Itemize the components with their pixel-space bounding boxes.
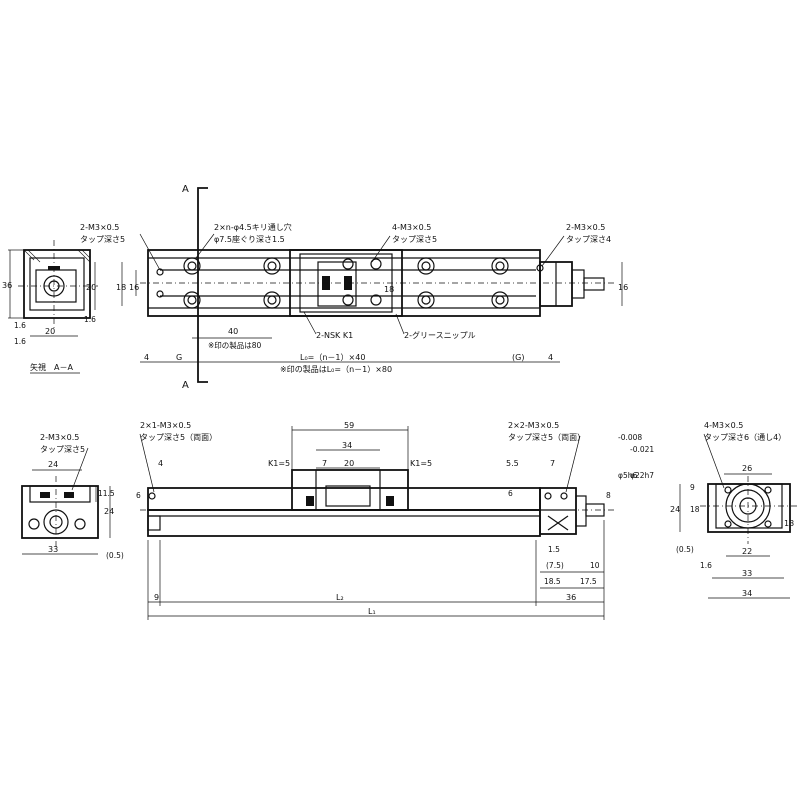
dim-av-16: 1.6 (14, 321, 26, 330)
dim-tv-4r: 4 (548, 353, 553, 362)
dim-fv-36: 36 (566, 593, 576, 602)
dim-fv-k1r: K1=5 (410, 459, 432, 468)
section-view-a-a: 36 20 1.6 1.6 1.6 20 矢視 A－A (2, 240, 98, 374)
dim-tv-gr: (G) (512, 353, 524, 362)
section-mark-a-bottom: A (182, 380, 189, 391)
callout-front-right-1: 2×2-M3×0.5 (508, 421, 559, 430)
dim-re-24: 24 (670, 505, 680, 514)
callout-top-right-1: 2-M3×0.5 (566, 223, 605, 232)
callout-front-right-2: タップ深さ5（両面） (508, 433, 585, 442)
dim-fv-75: (7.5) (546, 561, 564, 570)
dim-tv-16r: 16 (618, 283, 628, 292)
dim-tv-40: 40 (228, 327, 238, 336)
dim-fv-l2: L₂ (336, 593, 344, 602)
dim-fv-175: 17.5 (580, 577, 597, 586)
shaft-fit-1-tol: -0.008 (618, 433, 642, 442)
shaft-fit-2-tol: -0.021 (630, 445, 654, 454)
callout-top-mid-1: 4-M3×0.5 (392, 223, 431, 232)
dim-re-13: 13 (784, 519, 794, 528)
dim-fv-59: 59 (344, 421, 354, 430)
dim-re-34: 34 (742, 589, 752, 598)
callout-nsk-k1: 2-NSK K1 (316, 331, 353, 340)
dim-re-26: 26 (742, 464, 752, 473)
dim-re-22: 22 (742, 547, 752, 556)
shaft-fit-1: φ5h6 (618, 471, 637, 480)
front-view: 59 34 K1=5 K1=5 7 20 4 6 5.5 7 6 8 2×1-M… (136, 421, 654, 620)
dim-tv-18: 18 (116, 283, 126, 292)
dim-fv-4: 4 (158, 459, 163, 468)
dim-av-16b: 1.6 (14, 337, 26, 346)
dim-re-05: (0.5) (676, 545, 694, 554)
dim-fv-l1: L₁ (368, 607, 376, 616)
dim-tv-4l: 4 (144, 353, 149, 362)
dim-fv-34: 34 (342, 441, 352, 450)
dim-fv-15: 1.5 (548, 545, 560, 554)
dim-le-33: 33 (48, 545, 58, 554)
top-view: A A 18 (80, 184, 628, 391)
callout-top-mid-2: タップ深さ5 (392, 235, 437, 244)
right-end-view: 4-M3×0.5 タップ深さ6（通し4） 26 9 18 24 13 22 33… (670, 421, 798, 599)
dim-fv-7: 7 (322, 459, 327, 468)
left-end-view: 24 2-M3×0.5 タップ深さ5 11.5 24 33 (0.5) (21, 433, 124, 560)
callout-top-right-2: タップ深さ4 (566, 235, 611, 244)
dim-le-24v: 24 (104, 507, 114, 516)
dim-l0: L₀=（n－1）×40 (300, 353, 365, 362)
callout-end-left-1: 2-M3×0.5 (40, 433, 79, 442)
callout-end-left-2: タップ深さ5 (40, 445, 85, 454)
dim-fv-10: 10 (590, 561, 600, 570)
dim-re-18: 18 (690, 505, 700, 514)
dim-re-9: 9 (690, 483, 695, 492)
dim-av-20: 20 (86, 283, 96, 292)
shaft-fit-2: φ22h7 (630, 471, 654, 480)
dim-fv-k1l: K1=5 (268, 459, 290, 468)
dim-le-24: 24 (48, 460, 58, 469)
note-80: ※印の製品は80 (208, 340, 262, 350)
dim-av-16c: 1.6 (84, 315, 96, 324)
view-label-aa: 矢視 A－A (30, 362, 73, 372)
callout-front-left-2: タップ深さ5（両面） (140, 433, 217, 442)
dim-fv-6l: 6 (136, 491, 141, 500)
callout-end-right-2: タップ深さ6（通し4） (704, 432, 786, 442)
callout-front-left-1: 2×1-M3×0.5 (140, 421, 191, 430)
note-l0: ※印の製品はL₀=（n－1）×80 (280, 364, 392, 374)
dim-le-115: 11.5 (98, 489, 115, 498)
dim-fv-185: 18.5 (544, 577, 561, 586)
callout-top-holes-1: 2×n-φ4.5キリ通し穴 (214, 222, 292, 232)
dim-fv-55: 5.5 (506, 459, 519, 468)
callout-grease: 2-グリースニップル (404, 330, 476, 340)
callout-top-left-2: タップ深さ5 (80, 235, 125, 244)
dim-fv-7r: 7 (550, 459, 555, 468)
dim-tv-18b: 18 (384, 285, 394, 294)
callout-end-right-1: 4-M3×0.5 (704, 421, 743, 430)
callout-top-holes-2: φ7.5座ぐり深さ1.5 (214, 234, 285, 244)
dim-tv-g: G (176, 353, 182, 362)
dim-av-36: 36 (2, 281, 12, 290)
dim-le-05: (0.5) (106, 551, 124, 560)
dim-re-33: 33 (742, 569, 752, 578)
dim-fv-9: 9 (154, 593, 159, 602)
dim-fv-8: 8 (606, 491, 611, 500)
dim-av-w20: 20 (45, 327, 55, 336)
dim-tv-16: 16 (129, 283, 139, 292)
dim-fv-20: 20 (344, 459, 354, 468)
callout-top-left-1: 2-M3×0.5 (80, 223, 119, 232)
dim-re-16: 1.6 (700, 561, 712, 570)
section-mark-a-top: A (182, 184, 189, 195)
dim-fv-6r: 6 (508, 489, 513, 498)
